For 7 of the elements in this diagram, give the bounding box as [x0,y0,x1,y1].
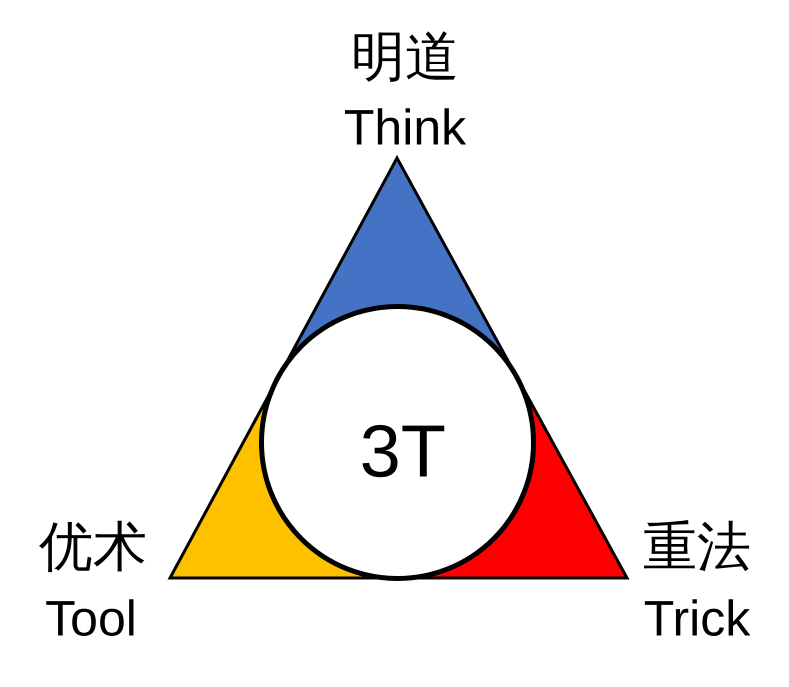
corner-title: 优术 [39,516,147,578]
corner-subtitle: Trick [644,590,750,648]
corner-subtitle: Think [344,99,466,157]
circle-label: 3T [360,408,446,494]
corner-title: 重法 [643,516,751,578]
corner-title: 明道 [351,26,459,88]
corner-subtitle: Tool [45,590,137,648]
